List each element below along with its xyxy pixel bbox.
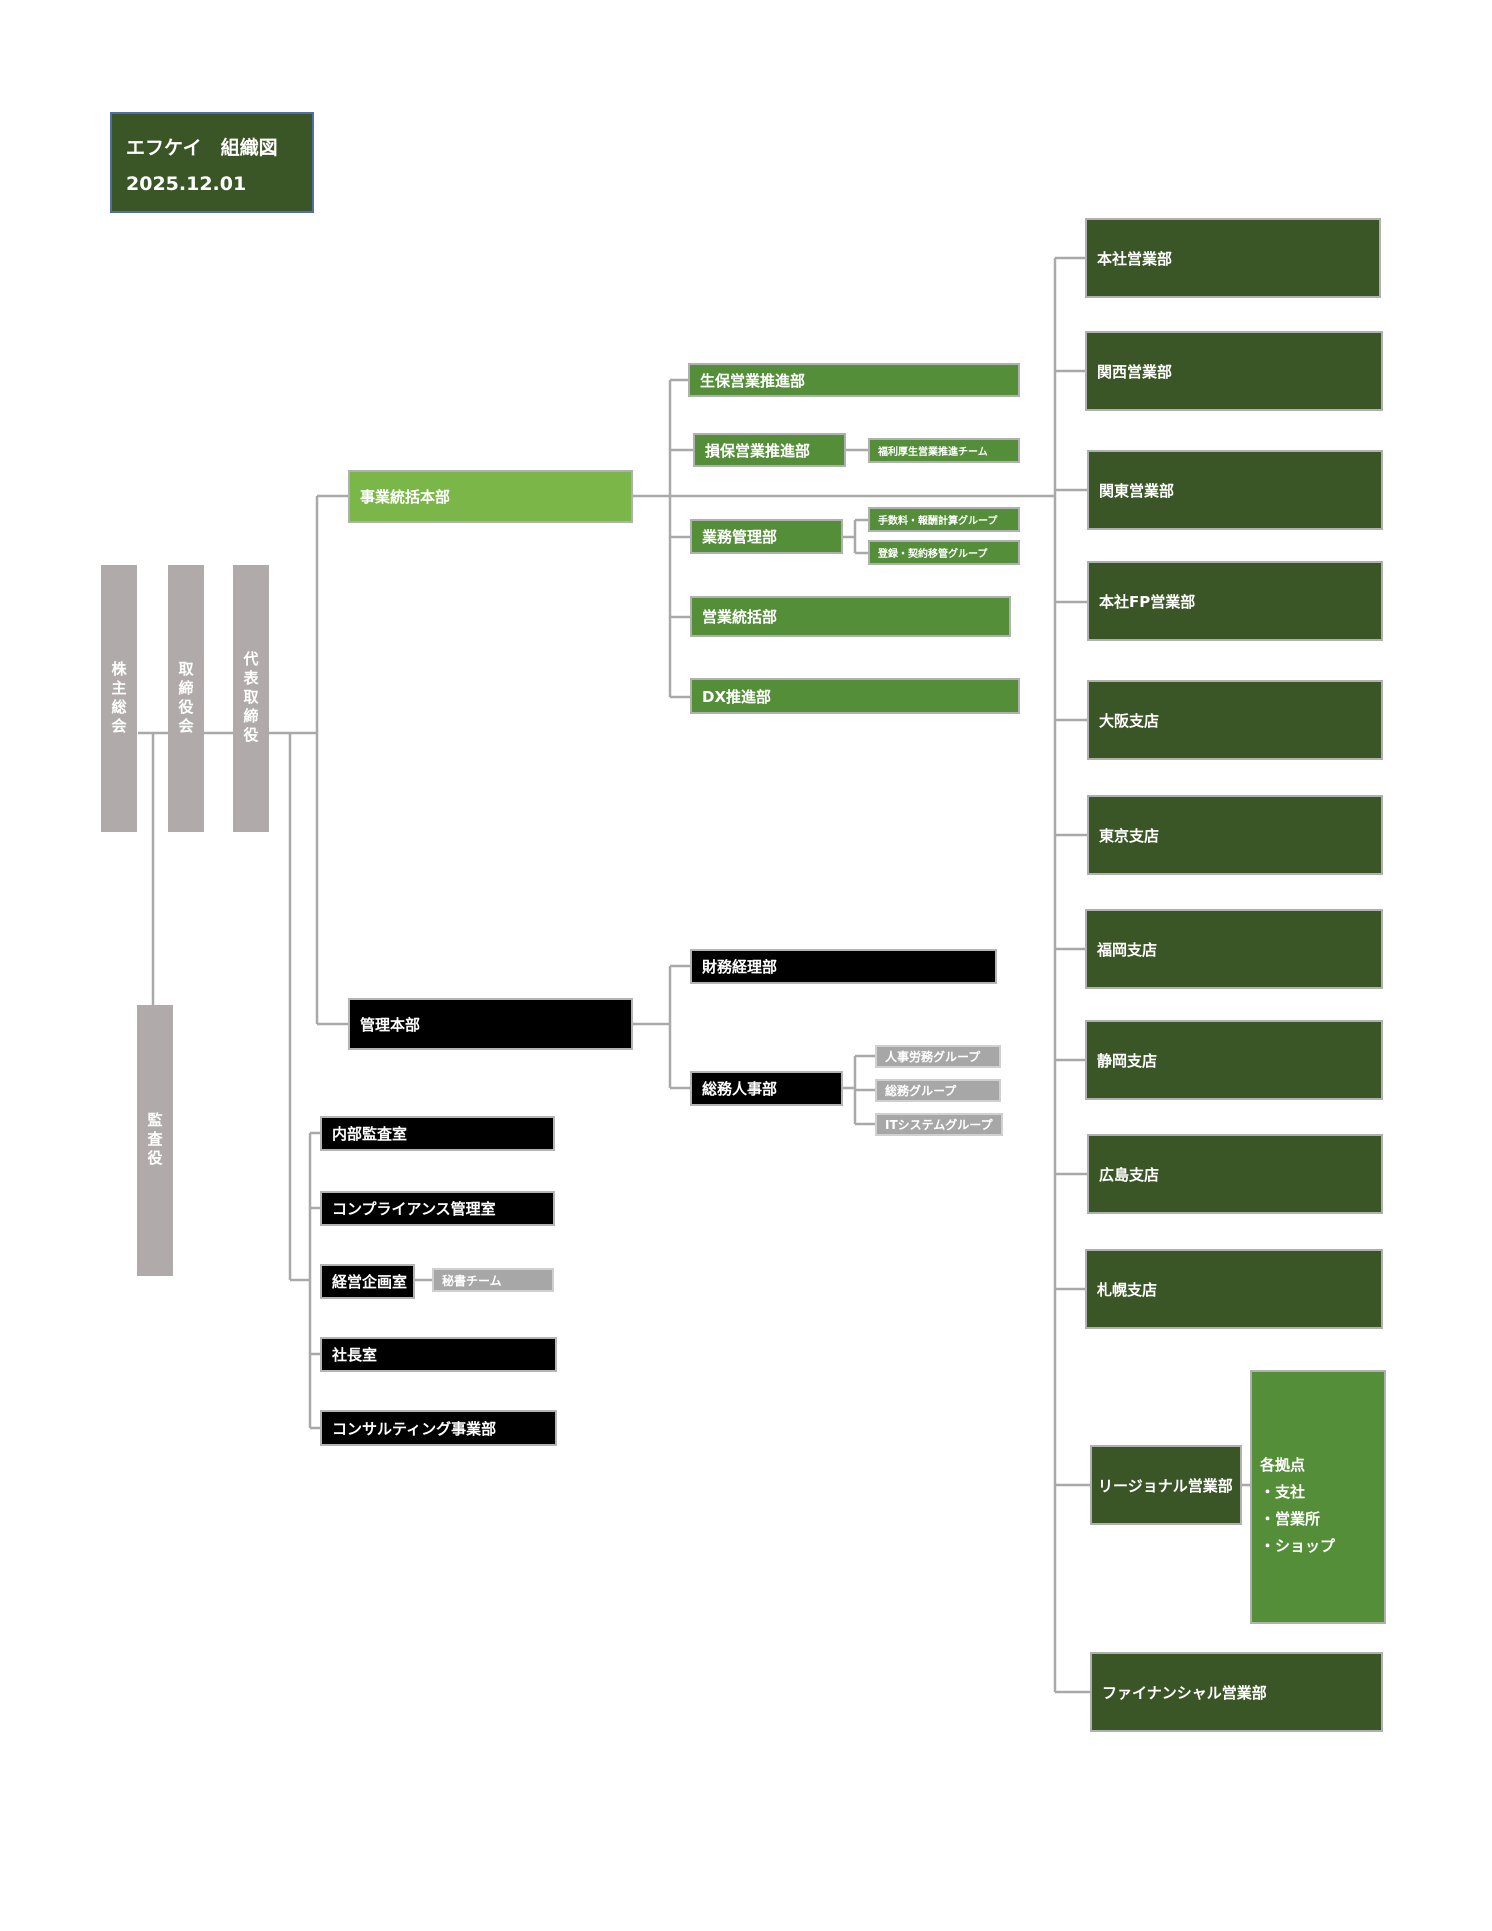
company-name: エフケイ 組織図	[126, 137, 278, 159]
hr-labor-group: 人事労務グループ	[875, 1045, 1001, 1068]
operations-management-dept: 業務管理部	[690, 519, 843, 554]
secretary-team: 秘書チーム	[432, 1268, 554, 1292]
chart-date: 2025.12.01	[126, 173, 247, 195]
admin-hq: 管理本部	[348, 998, 633, 1050]
branch-financial-sales: ファイナンシャル営業部	[1090, 1652, 1383, 1732]
sales-control-dept: 営業統括部	[690, 596, 1011, 637]
branch-osaka: 大阪支店	[1087, 680, 1383, 760]
it-system-group: ITシステムグループ	[875, 1113, 1003, 1136]
branch-tokyo: 東京支店	[1087, 795, 1383, 875]
board-of-directors: 取締役会	[168, 565, 204, 832]
regional-site-office: ・営業所	[1260, 1510, 1321, 1528]
regional-site-shop: ・ショップ	[1260, 1537, 1336, 1555]
registration-contract-group: 登録・契約移管グループ	[868, 540, 1020, 565]
branch-regional-sales: リージョナル営業部	[1090, 1445, 1242, 1525]
corporate-planning-office: 経営企画室	[320, 1264, 415, 1299]
regional-sites-heading: 各拠点	[1260, 1456, 1306, 1474]
auditor: 監査役	[137, 1005, 173, 1276]
branch-hiroshima: 広島支店	[1087, 1134, 1383, 1214]
branch-kanto-sales: 関東営業部	[1087, 450, 1383, 530]
branch-kansai-sales: 関西営業部	[1085, 331, 1383, 411]
internal-audit-office: 内部監査室	[320, 1116, 555, 1151]
shareholders-meeting: 株主総会	[101, 565, 137, 832]
general-affairs-group: 総務グループ	[875, 1079, 1001, 1102]
fee-calculation-group: 手数料・報酬計算グループ	[868, 507, 1020, 532]
branch-honsha-sales: 本社営業部	[1085, 218, 1381, 298]
compliance-office: コンプライアンス管理室	[320, 1191, 555, 1226]
regional-site-branch: ・支社	[1260, 1483, 1306, 1501]
president-office: 社長室	[320, 1337, 557, 1372]
chart-title: エフケイ 組織図 2025.12.01	[110, 112, 314, 213]
welfare-sales-team: 福利厚生営業推進チーム	[868, 438, 1020, 463]
branch-sapporo: 札幌支店	[1085, 1249, 1383, 1329]
branch-shizuoka: 静岡支店	[1085, 1020, 1383, 1100]
branch-honsha-fp-sales: 本社FP営業部	[1087, 561, 1383, 641]
consulting-division: コンサルティング事業部	[320, 1410, 557, 1446]
business-hq: 事業統括本部	[348, 470, 633, 523]
life-insurance-sales-dept: 生保営業推進部	[688, 363, 1020, 397]
regional-sites-box: 各拠点 ・支社 ・営業所 ・ショップ	[1250, 1370, 1386, 1624]
representative-director: 代表取締役	[233, 565, 269, 832]
finance-accounting-dept: 財務経理部	[690, 949, 997, 984]
branch-fukuoka: 福岡支店	[1085, 909, 1383, 989]
dx-promotion-dept: DX推進部	[690, 678, 1020, 714]
general-affairs-hr-dept: 総務人事部	[690, 1071, 843, 1106]
nonlife-insurance-sales-dept: 損保営業推進部	[693, 433, 846, 467]
